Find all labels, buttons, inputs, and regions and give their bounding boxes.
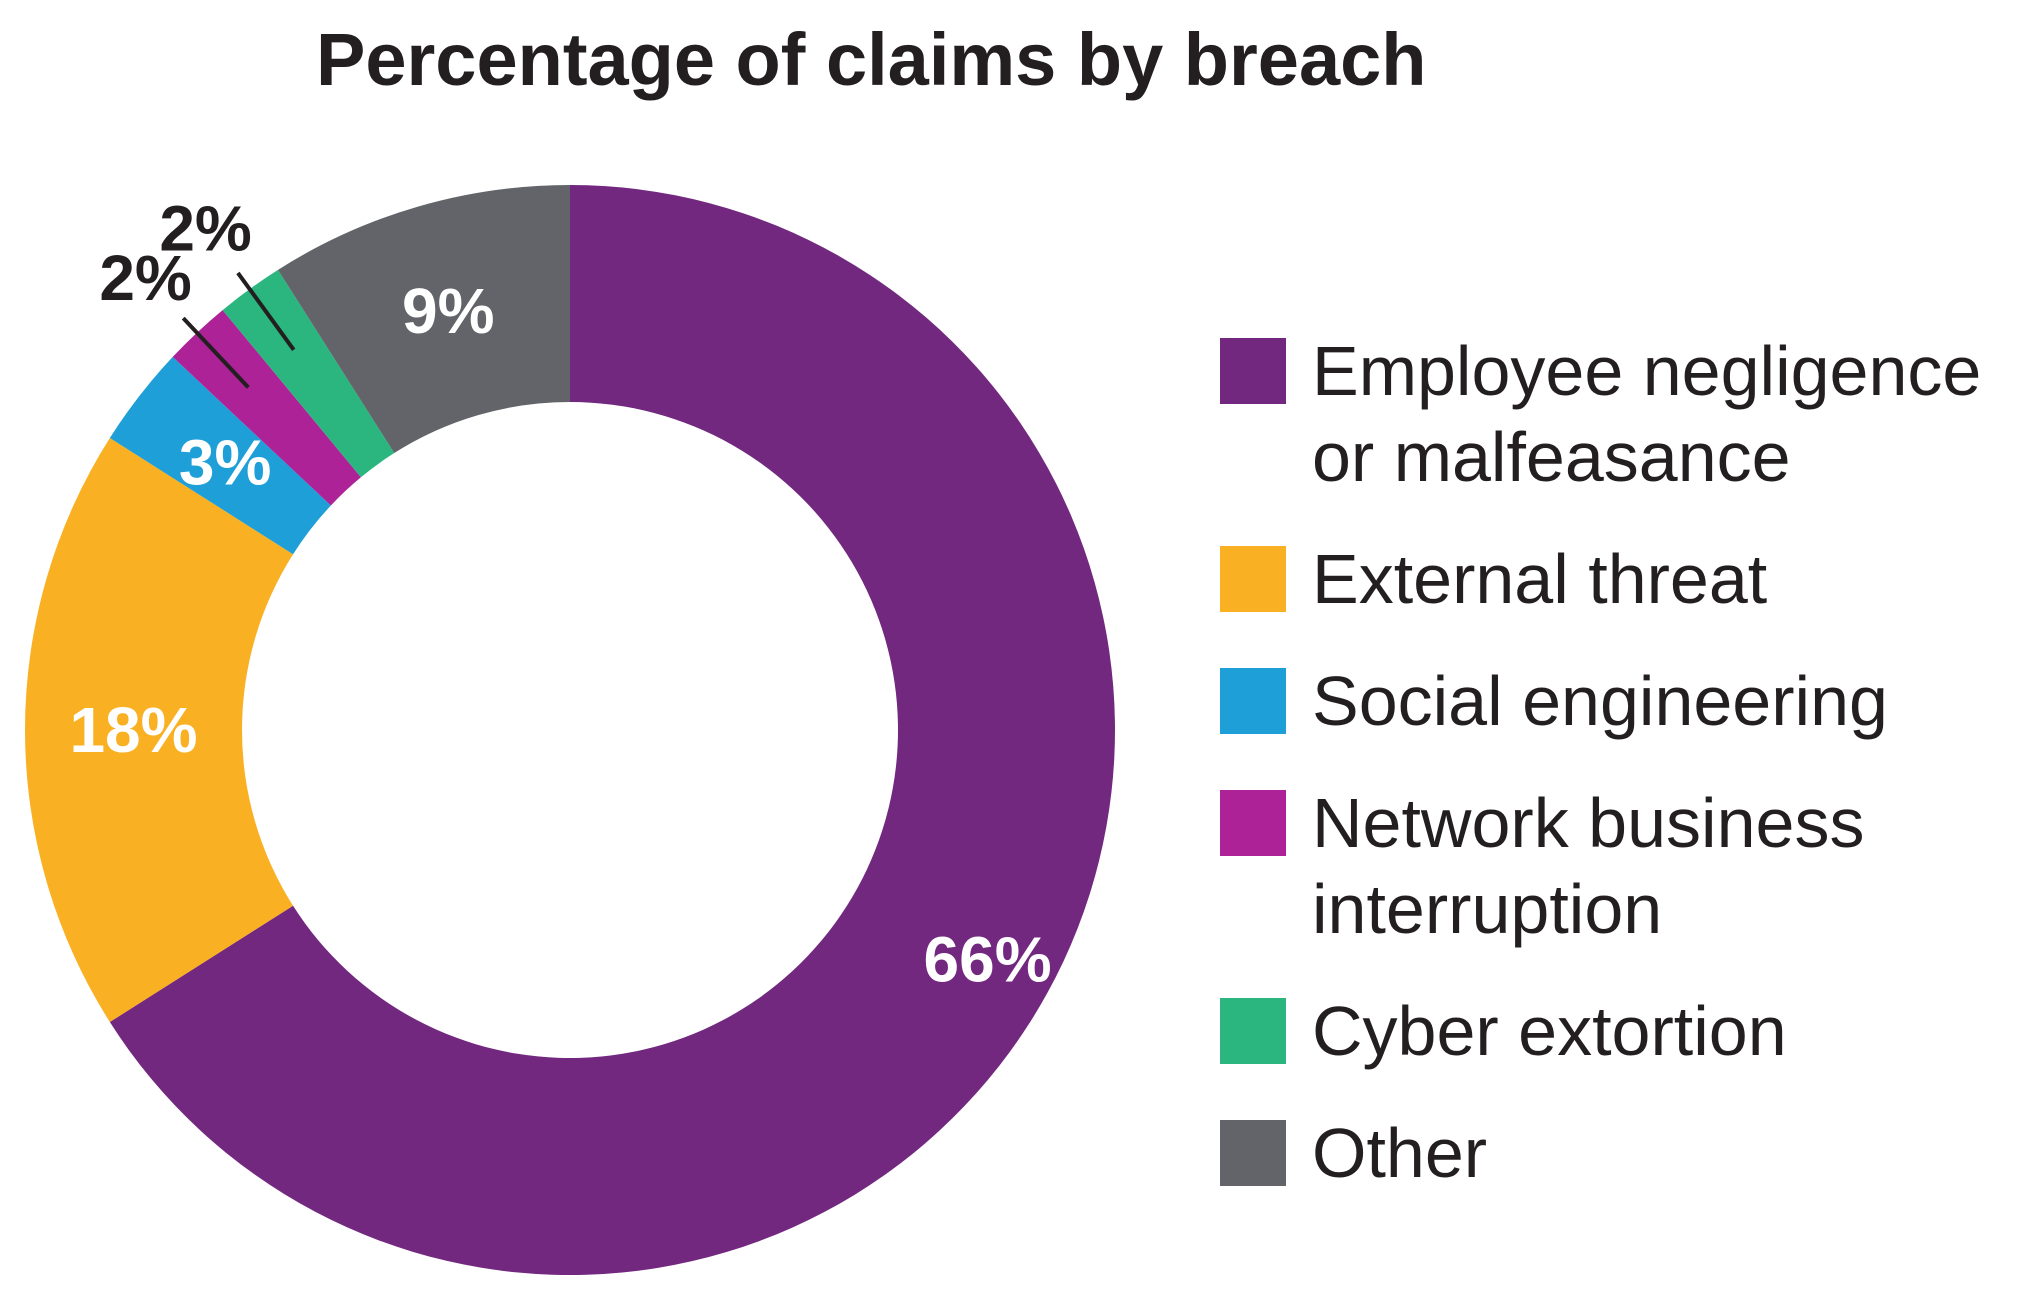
donut-slices bbox=[24, 185, 1115, 1275]
slice-label-cyber-extortion: 2% bbox=[159, 192, 252, 264]
slice-label-other: 9% bbox=[402, 275, 495, 347]
legend-label-employee-negligence-or-malfeasance: or malfeasance bbox=[1312, 418, 1791, 496]
slice-label-network-business-interruption: 2% bbox=[99, 242, 192, 314]
slice-other bbox=[277, 185, 570, 454]
legend-swatch-other bbox=[1220, 1120, 1286, 1186]
legend-label-social-engineering: Social engineering bbox=[1312, 662, 1888, 740]
legend-swatch-external-threat bbox=[1220, 546, 1286, 612]
legend-label-network-business-interruption: Network business bbox=[1312, 784, 1864, 862]
slice-external-threat bbox=[24, 437, 294, 1023]
slice-label-social-engineering: 3% bbox=[179, 426, 272, 498]
slice-label-employee-negligence-or-malfeasance: 66% bbox=[924, 924, 1052, 996]
legend-label-external-threat: External threat bbox=[1312, 540, 1767, 618]
slice-cyber-extortion bbox=[222, 269, 395, 478]
slice-label-external-threat: 18% bbox=[69, 694, 197, 766]
legend-swatch-cyber-extortion bbox=[1220, 998, 1286, 1064]
leader-line-network-business-interruption bbox=[181, 316, 250, 389]
slice-employee-negligence-or-malfeasance bbox=[109, 185, 1115, 1275]
label-leader-lines bbox=[181, 271, 296, 389]
legend-label-network-business-interruption: interruption bbox=[1312, 870, 1662, 948]
leader-line-cyber-extortion bbox=[236, 271, 296, 351]
slice-labels: 66% 18% 3% 2%2% 9% bbox=[69, 192, 1051, 995]
legend: Employee negligence or malfeasanceExterna… bbox=[1220, 332, 1981, 1192]
legend-swatch-employee-negligence-or-malfeasance bbox=[1220, 338, 1286, 404]
legend-swatch-social-engineering bbox=[1220, 668, 1286, 734]
legend-swatch-network-business-interruption bbox=[1220, 790, 1286, 856]
chart-title: Percentage of claims by breach bbox=[316, 18, 1426, 101]
legend-label-employee-negligence-or-malfeasance: Employee negligence bbox=[1312, 332, 1981, 410]
legend-label-cyber-extortion: Cyber extortion bbox=[1312, 992, 1787, 1070]
slice-social-engineering bbox=[109, 356, 331, 555]
legend-label-other: Other bbox=[1312, 1114, 1487, 1192]
